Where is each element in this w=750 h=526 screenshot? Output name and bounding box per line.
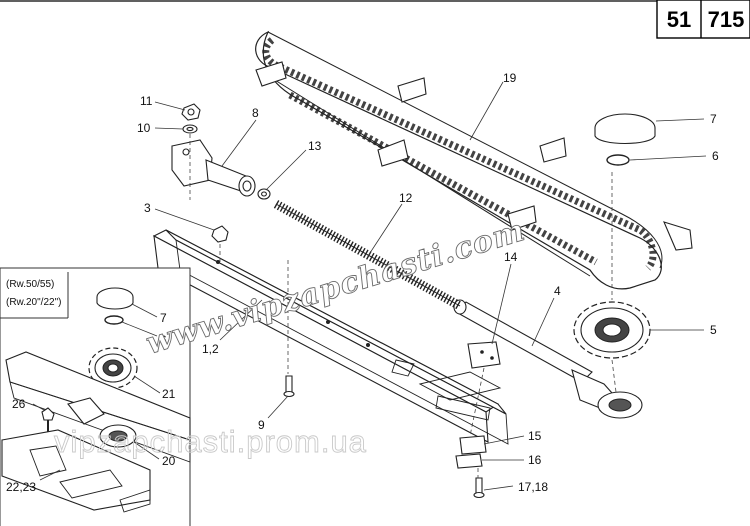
washer-part-13: [257, 188, 271, 200]
callout-16: 16: [528, 453, 542, 467]
chain-lug: [397, 77, 427, 103]
callout-3: 3: [144, 201, 151, 215]
chain-assembly: [255, 30, 693, 290]
page-number-box: 51 715: [656, 0, 750, 39]
callout-20: 20: [162, 454, 176, 468]
callout-7: 7: [710, 112, 717, 126]
leader-lines: [154, 81, 707, 491]
callout-12: 12: [399, 191, 413, 205]
callout-13: 13: [308, 139, 322, 153]
inset-note-line2: (Rw.20"/22"): [6, 297, 61, 308]
inset-panel: (Rw.50/55) (Rw.20"/22"): [0, 267, 191, 526]
callout-9: 9: [258, 418, 265, 432]
callout-10: 10: [137, 121, 151, 135]
bolt-part-17-18: [473, 477, 485, 499]
inset-circlip-part-6: [104, 315, 124, 325]
callout-22-23: 22,23: [6, 480, 36, 494]
cap-part-7: [594, 113, 656, 144]
callout-11: 11: [140, 94, 153, 108]
chain-lug: [507, 205, 537, 231]
callout-1-2: 1,2: [202, 342, 219, 356]
page-number-sub: 715: [708, 7, 745, 32]
shaft-end-bearing: [597, 391, 643, 419]
callout-inset-6: 6: [160, 333, 167, 347]
bolt-part-9: [283, 375, 295, 398]
callout-21: 21: [162, 387, 176, 401]
washer-part-10: [182, 124, 198, 134]
callout-14: 14: [504, 250, 518, 264]
callout-8: 8: [252, 106, 259, 120]
callout-4: 4: [554, 284, 561, 298]
plate-part-15-16: [455, 435, 487, 469]
callout-19: 19: [503, 71, 517, 85]
inset-bolt-part-26: [41, 407, 55, 432]
sprocket-part-5: [573, 301, 651, 359]
spring-part-12: [273, 200, 463, 310]
main-frame-channel: [152, 229, 509, 445]
chain-lug: [377, 139, 409, 167]
callout-labels: 11 10 8 13 3 12 19 7 6 14 4 5 1,2 9 15 1…: [6, 71, 719, 494]
inset-frame-arm: [1, 351, 191, 513]
callout-5: 5: [710, 323, 717, 337]
nut-part-11: [181, 103, 201, 121]
inset-cap-part-7: [96, 287, 134, 310]
watermark-bottom: vipzapchasti.prom.ua: [54, 424, 367, 459]
inset-leader-lines: [32, 303, 161, 481]
circlip-part-6: [606, 154, 630, 166]
inset-sprocket-part-21: [88, 347, 138, 389]
chain-lug: [539, 137, 567, 163]
page-number-main: 51: [667, 7, 691, 32]
chain-lug: [255, 61, 287, 87]
callout-26: 26: [12, 397, 26, 411]
chain-lug: [663, 221, 693, 251]
plate-part-14: [467, 341, 501, 369]
inset-note-line1: (Rw.50/55): [6, 279, 54, 290]
callout-17-18: 17,18: [518, 480, 548, 494]
callout-15: 15: [528, 429, 542, 443]
nut-part-3: [211, 225, 229, 243]
callout-6: 6: [712, 149, 719, 163]
inset-bearing-part-20: [99, 424, 137, 448]
assembly-guide-lines: [189, 134, 617, 478]
bearing-housing-part-8: [171, 139, 256, 197]
callout-inset-7: 7: [160, 311, 167, 325]
